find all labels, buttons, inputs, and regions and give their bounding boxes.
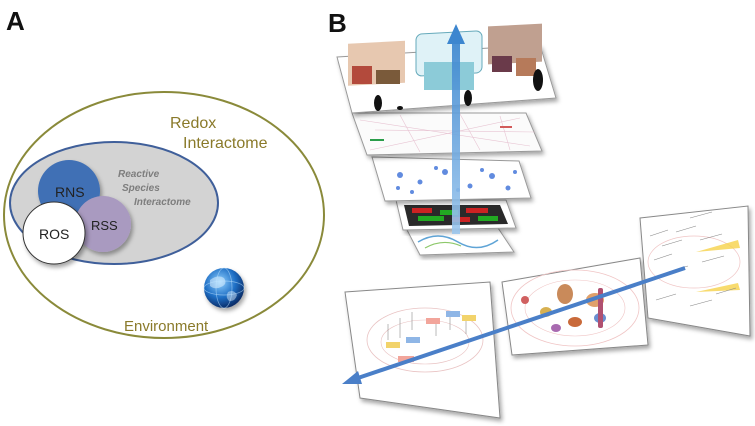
reactive-label-line2: Species: [122, 183, 160, 194]
up-arrow-icon: [447, 24, 465, 44]
layer-proteomics: [371, 156, 532, 202]
redox-label-line2: Interactome: [183, 135, 268, 152]
panel-a: Redox Interactome Reactive Species Inter…: [3, 91, 325, 339]
plate-right: [639, 205, 751, 337]
reactive-label-line1: Reactive: [118, 169, 160, 180]
panel-b-label: B: [328, 8, 347, 38]
rss-circle: [75, 196, 131, 252]
panel-a-label: A: [6, 6, 25, 36]
reactive-label-line3: Interactome: [134, 197, 191, 208]
rss-label: RSS: [91, 218, 118, 233]
panel-b-layer-stack: [336, 23, 557, 256]
plate-left: [344, 281, 501, 419]
left-arrow-icon: [342, 371, 362, 384]
environment-label: Environment: [124, 318, 209, 335]
panel-b-perspective-panels: [342, 205, 751, 419]
redox-label-line1: Redox: [170, 115, 216, 132]
rns-label: RNS: [55, 184, 85, 200]
vertical-arrow-shaft: [452, 44, 460, 234]
globe-icon: [203, 267, 245, 309]
diagonal-arrow-shaft: [351, 266, 686, 382]
ros-circle: [22, 201, 86, 265]
ros-label: ROS: [39, 226, 69, 242]
